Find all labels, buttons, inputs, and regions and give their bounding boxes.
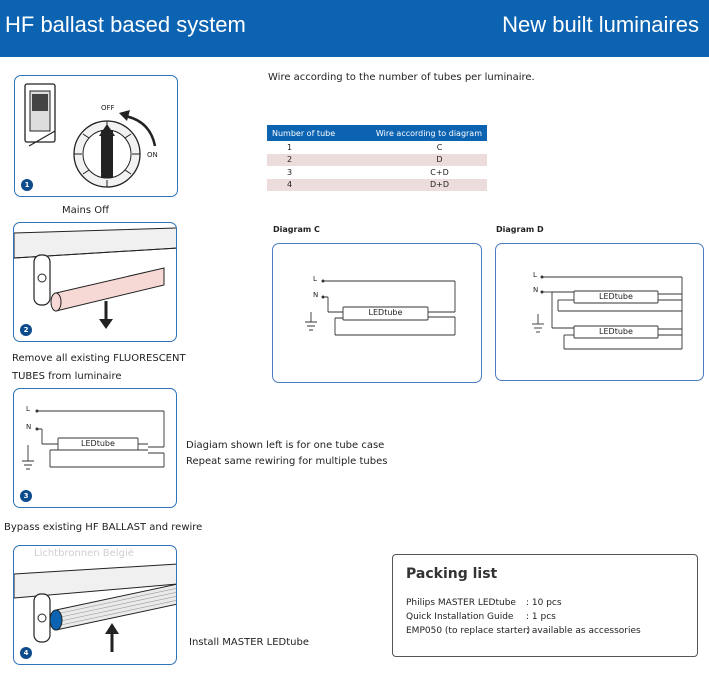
intro-text: Wire according to the number of tubes pe… — [268, 72, 535, 83]
table-cell: 2 — [267, 153, 353, 167]
packing-item-name: Quick Installation Guide — [406, 612, 514, 622]
tube-label: LEDtube — [599, 327, 633, 336]
table-cell: 4 — [267, 178, 353, 192]
diagram-d-wiring — [532, 275, 683, 350]
step-number: 2 — [20, 324, 32, 336]
table-cell: C+D — [352, 166, 487, 179]
step-1-caption: Mains Off — [62, 205, 110, 216]
header-bar: HF ballast based system New built lumina… — [0, 0, 709, 57]
wire-label-n: N — [313, 291, 319, 299]
table-header-tubes: Number of tube — [267, 125, 353, 141]
packing-item-qty: : available as accessories — [526, 626, 641, 636]
step-4-panel: 4 — [13, 545, 177, 665]
table-row: 2 D — [267, 153, 487, 167]
table-cell: C — [352, 141, 487, 154]
packing-item-name: Philips MASTER LEDtube — [406, 598, 516, 608]
page-title: HF ballast based system — [5, 12, 246, 37]
page-subtitle: New built luminaires — [502, 12, 699, 37]
diagram-c-panel: L N LEDtube — [272, 243, 482, 383]
packing-list: Packing list Philips MASTER LEDtube : 10… — [392, 554, 698, 657]
luminaire-remove-illustration — [14, 227, 176, 329]
diagram-d-title: Diagram D — [496, 225, 544, 234]
diagram-note-line2: Repeat same rewiring for multiple tubes — [186, 456, 388, 467]
step-4-caption: Install MASTER LEDtube — [189, 637, 309, 648]
switch-illustration — [24, 83, 157, 188]
step-3-panel: L N LEDtube 3 — [13, 388, 177, 508]
step-3-caption: Bypass existing HF BALLAST and rewire — [4, 522, 203, 533]
table-cell: D+D — [352, 178, 487, 192]
step-2-caption-line2: TUBES from luminaire — [12, 371, 122, 382]
packing-list-title: Packing list — [406, 566, 498, 582]
diagram-d-panel: L N LEDtube LEDtube — [495, 243, 704, 381]
step-number: 1 — [21, 179, 33, 191]
wire-label-l: L — [313, 275, 317, 283]
table-cell: D — [352, 153, 487, 167]
step-1-panel: OFF ON 1 — [14, 75, 178, 197]
table-row: 1 C — [267, 141, 487, 154]
wire-label-l: L — [26, 405, 30, 413]
diagram-c-title: Diagram C — [273, 225, 320, 234]
table-row: 4 D+D — [267, 178, 487, 192]
packing-item-name: EMP050 (to replace starter) — [406, 626, 531, 636]
switch-off-label: OFF — [101, 104, 115, 112]
diagram-note-line1: Diagiam shown left is for one tube case — [186, 440, 385, 451]
step-2-caption-line1: Remove all existing FLUORESCENT — [12, 353, 186, 364]
table-header-diagram: Wire according to diagram — [352, 125, 487, 141]
table-row: 3 C+D — [267, 166, 487, 179]
step-2-panel: 2 — [13, 222, 177, 342]
tube-label: LEDtube — [368, 308, 403, 317]
wire-label-l: L — [533, 271, 537, 279]
wiring-illustration — [22, 409, 165, 470]
packing-item-qty: : 10 pcs — [526, 598, 562, 608]
wire-label-n: N — [533, 286, 539, 294]
wire-label-n: N — [26, 423, 32, 431]
watermark: Lichtbronnen Belgiё — [34, 548, 134, 559]
table-cell: 3 — [267, 166, 353, 179]
step-number: 4 — [20, 647, 32, 659]
tube-label: LEDtube — [81, 439, 115, 448]
switch-on-label: ON — [147, 151, 158, 159]
tube-label: LEDtube — [599, 292, 633, 301]
luminaire-install-illustration — [14, 563, 176, 652]
table-cell: 1 — [267, 141, 353, 154]
packing-item-qty: : 1 pcs — [526, 612, 556, 622]
step-number: 3 — [20, 490, 32, 502]
wiring-table: Number of tube Wire according to diagram… — [267, 125, 487, 192]
diagram-c-wiring — [305, 279, 456, 336]
